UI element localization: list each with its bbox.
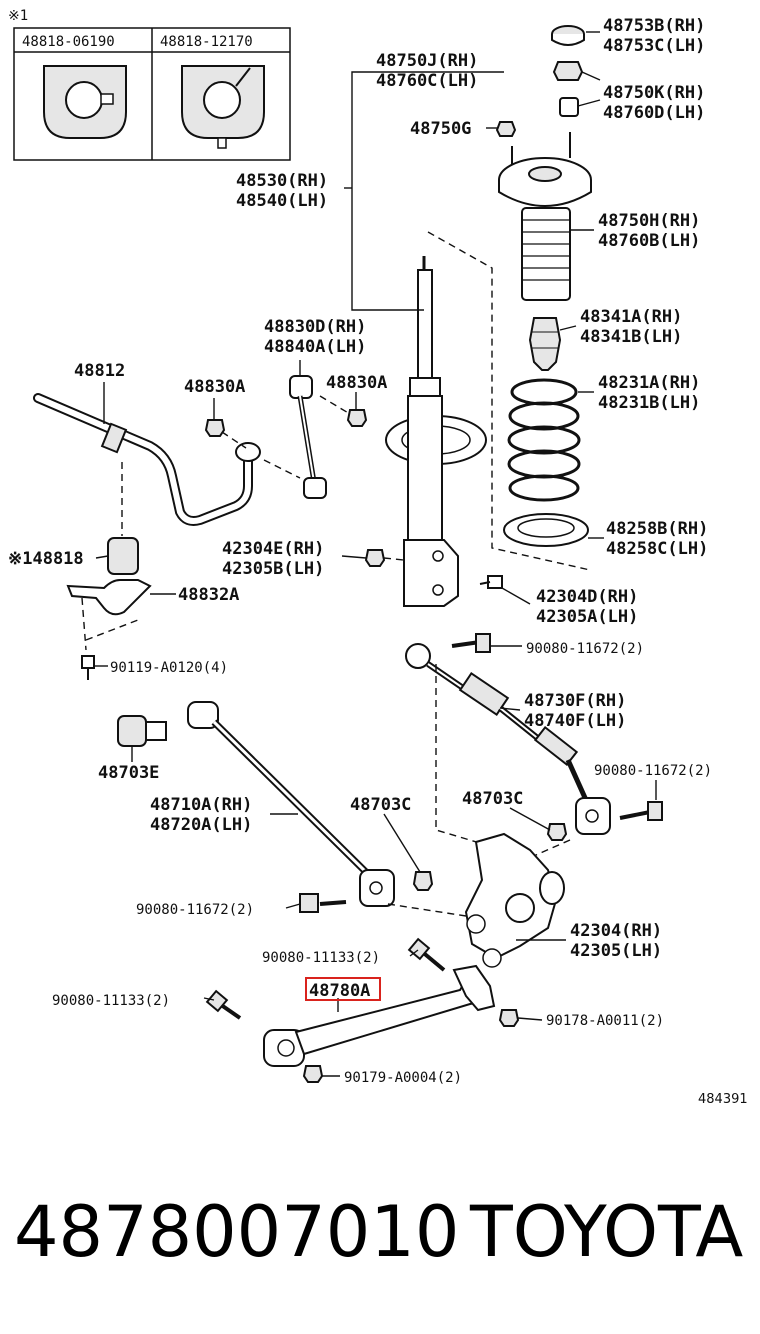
label-48818: ※148818 [8,549,84,569]
lateral-link-front [187,701,434,913]
shock-absorber [385,231,591,607]
label-48258-rh: 48258B(RH) [606,519,708,539]
label-42304e-rh: 42304E(RH) [222,539,324,559]
label-90178: 90178-A0011(2) [546,1013,664,1029]
label-48830a-left: 48830A [184,377,245,397]
label-48750h-lh: 48760B(LH) [598,231,700,251]
inset-box: ※1 48818-06190 48818-12170 [8,8,291,161]
stabilizer-bushing-bracket [66,462,152,680]
inset-right-part-label: 48818-12170 [160,34,253,50]
label-90080-11133-lower: 90080-11133(2) [52,993,170,1009]
label-90119: 90119-A0120(4) [110,660,228,676]
label-48730f-lh: 48740F(LH) [524,711,626,731]
spring-insulator [503,513,589,547]
label-90080-11672-right: 90080-11672(2) [594,763,712,779]
label-48730f-rh: 48730F(RH) [524,691,626,711]
label-90179: 90179-A0004(2) [344,1070,462,1086]
rear-axle-carrier [464,832,565,968]
mount-nut [495,121,517,137]
callout-labels: 48753B(RH) 48753C(LH) 48750J(RH) 48760C(… [8,16,748,1107]
strut-rod-48780a [205,937,520,1083]
label-48830d-lh: 48840A(LH) [264,337,366,357]
label-48703e: 48703E [98,763,159,783]
part-number: 4878007010 [14,1191,459,1273]
label-48832a: 48832A [178,585,239,605]
label-48703c-right: 48703C [462,789,523,809]
strut-cap [551,25,585,46]
label-48341-lh: 48341B(LH) [580,327,682,347]
lateral-link-rear [405,633,663,841]
label-48750g: 48750G [410,119,471,139]
label-48258-lh: 48258C(LH) [606,539,708,559]
label-90080-11672-left: 90080-11672(2) [136,902,254,918]
label-42304-lh: 42305(LH) [570,941,662,961]
label-48750k-lh: 48760D(LH) [603,103,705,123]
coil-spring [507,378,581,502]
label-48231-rh: 48231A(RH) [598,373,700,393]
label-48750k-rh: 48750K(RH) [603,83,705,103]
strut-support [498,132,592,207]
strut-spacer [559,97,579,117]
label-90080-11672-top: 90080-11672(2) [526,641,644,657]
footer: 4878007010 TOYOTA [14,1191,743,1273]
strut-bolts [364,549,503,589]
inset-right-bushing [181,65,265,149]
note-mark: ※1 [8,8,28,24]
label-48750h-rh: 48750H(RH) [598,211,700,231]
guide-lines [387,664,571,917]
label-48753-lh: 48753C(LH) [603,36,705,56]
label-42304d-rh: 42304D(RH) [536,587,638,607]
label-48830d-rh: 48830D(RH) [264,317,366,337]
label-42304e-lh: 42305B(LH) [222,559,324,579]
stabilizer-bar [33,393,261,526]
label-48753-rh: 48753B(RH) [603,16,705,36]
label-48703c-left: 48703C [350,795,411,815]
label-48750j-lh: 48760C(LH) [376,71,478,91]
label-48341-rh: 48341A(RH) [580,307,682,327]
inset-left-part-label: 48818-06190 [22,34,115,50]
label-48812: 48812 [74,361,125,381]
diagram-code: 484391 [698,1092,748,1107]
label-48830a-right: 48830A [326,373,387,393]
label-42304d-lh: 42305A(LH) [536,607,638,627]
label-42304-rh: 42304(RH) [570,921,662,941]
strut-top-parts [495,25,592,547]
label-48530-lh: 48540(LH) [236,191,328,211]
inset-left-bushing [43,65,127,139]
label-48231-lh: 48231B(LH) [598,393,700,413]
bushing-48703e [117,715,167,747]
label-48780a: 48780A [309,981,370,1001]
label-48750j-rh: 48750J(RH) [376,51,478,71]
label-48530-rh: 48530(RH) [236,171,328,191]
strut-nut [552,61,584,81]
stabilizer-link [204,375,368,499]
leader-lines [94,31,657,1077]
dust-boot [521,207,571,301]
label-48710a-rh: 48710A(RH) [150,795,252,815]
label-90080-11133-upper: 90080-11133(2) [262,950,380,966]
label-48710a-lh: 48720A(LH) [150,815,252,835]
highlight-box [305,977,381,1001]
bump-stopper [528,317,562,371]
brand-name: TOYOTA [469,1191,743,1273]
